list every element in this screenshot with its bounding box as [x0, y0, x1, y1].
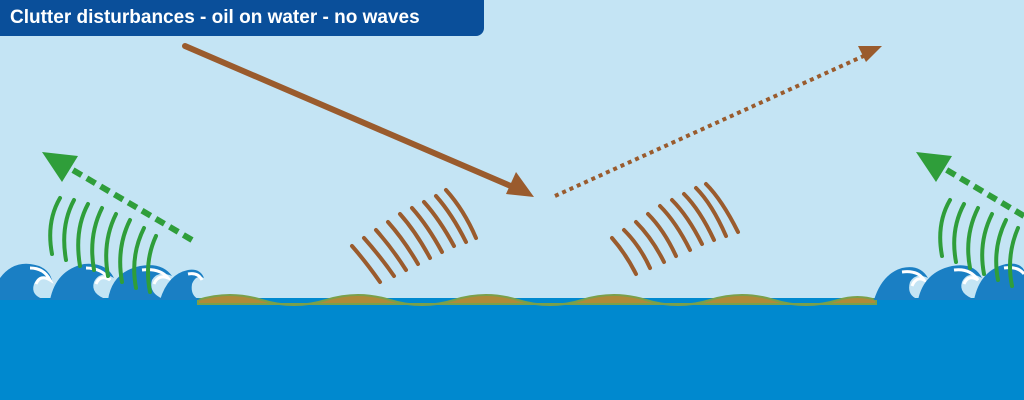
page-title: Clutter disturbances - oil on water - no…	[0, 0, 484, 36]
incident-ray-arrowhead	[506, 172, 534, 197]
brown-echo-arcs-left	[350, 188, 478, 284]
clutter-arrowhead-right	[916, 152, 952, 182]
reflected-ray-arrowhead	[858, 46, 882, 62]
left-waves	[0, 263, 204, 300]
reflected-ray-arrow	[554, 52, 869, 198]
clutter-arrow-left	[64, 163, 194, 243]
sea-surface	[0, 298, 1024, 400]
oil-film	[197, 294, 877, 306]
clutter-arrowhead-left	[42, 152, 78, 182]
brown-echo-arcs-right	[610, 182, 740, 276]
incident-ray-arrow	[182, 43, 523, 193]
clutter-arrow-right	[938, 163, 1024, 219]
green-echo-arcs-right	[938, 198, 1020, 288]
green-echo-arcs-left	[48, 196, 158, 294]
